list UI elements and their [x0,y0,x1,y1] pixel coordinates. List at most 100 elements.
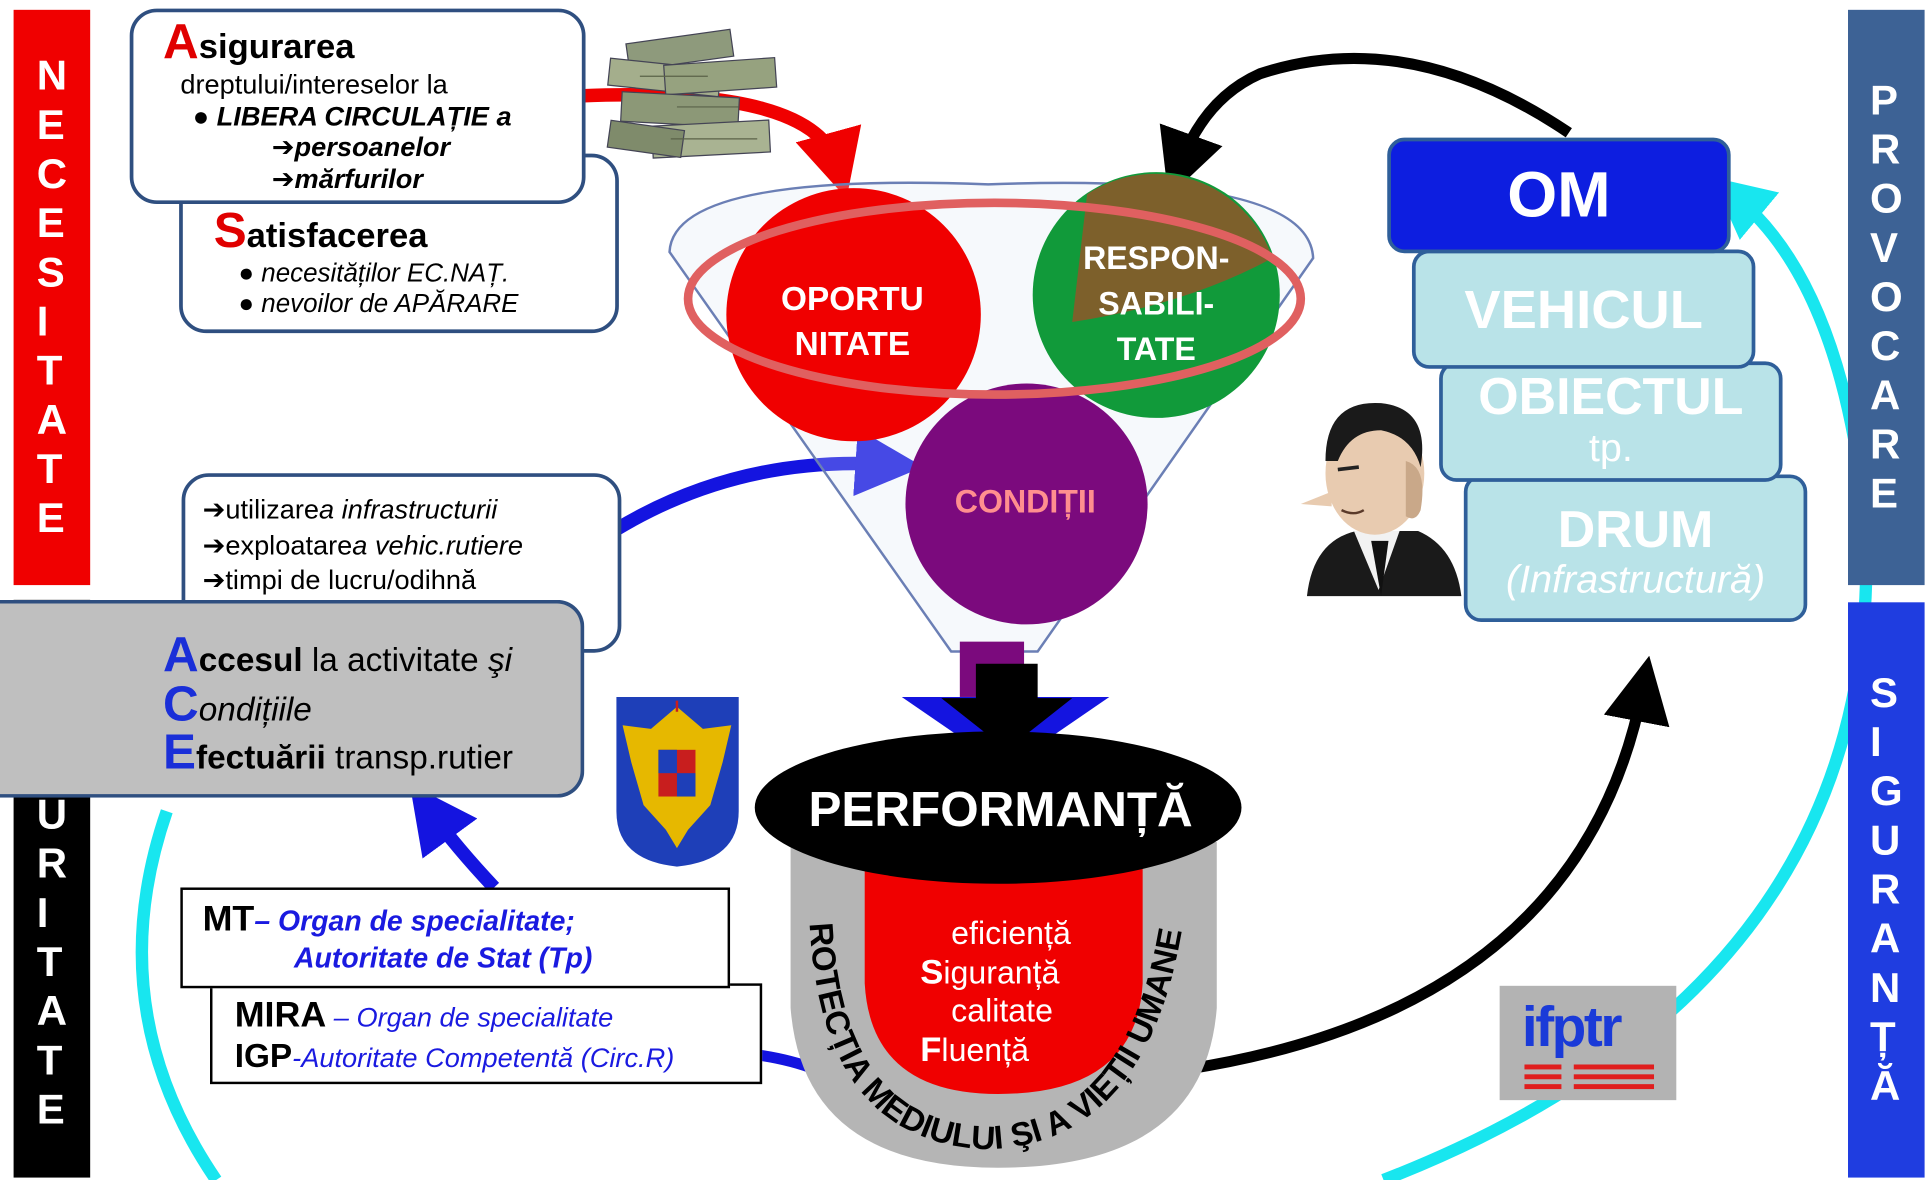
ifptr-stripes [1524,1064,1655,1090]
bar-letter: R [1869,421,1901,469]
man-portrait-icon [1300,402,1462,597]
bar-letter: E [36,1086,65,1134]
ace-a-italic: şi [487,641,513,679]
mira-label: MIRA [234,995,327,1035]
black-arrow-bottom [1185,655,1670,1075]
bar-letter: S [1869,669,1898,717]
responsabilitate-line2: SABILI- [1098,285,1215,323]
mt-text2: Autoritate de Stat (Tp) [294,941,593,974]
bar-letter: I [36,298,49,346]
bar-letter: R [36,840,68,888]
satisfacerea-bullet2: nevoilor de APĂRARE [261,290,519,319]
money-icon [606,28,778,159]
asigurarea-persoanelor: ➔persoanelor [271,131,451,163]
bar-letter: O [1869,175,1903,223]
blue-arrow-up [409,784,500,893]
responsabilitate-line1: RESPON- [1083,239,1230,277]
bar-letter: U [36,791,68,839]
cyan-loop-left [135,809,222,1180]
bar-letter: E [36,102,65,149]
label-oportunitate: OPORTU NITATE [741,277,963,368]
circle-oportunitate [726,188,981,442]
drum-sub: (Infrastructură) [1505,556,1766,602]
bar-letter: E [36,200,65,248]
bar-letter: A [36,397,68,444]
ace-a-rest: la activitate [302,641,488,679]
card-drum: DRUM (Infrastructură) [1463,474,1808,622]
bar-letter: V [1869,224,1898,272]
performanta-item3: calitate [951,991,1053,1029]
ace-a-initial: A [163,628,199,683]
funnel-rim [683,198,1306,399]
bar-letter: A [1869,915,1901,963]
bar-letter: R [1869,126,1901,174]
ifptr-logo: ifptr [1499,985,1677,1101]
bar-letter: T [36,939,63,986]
oportunitate-line1: OPORTU [780,280,924,318]
black-arrow-top [1159,52,1572,198]
utilizarea-line2a: ➔exploatare [202,529,353,561]
asigurarea-line1: dreptului/intereselor la [180,68,448,100]
satisfacerea-initial: S [213,204,247,259]
bar-letter: I [36,889,49,937]
card-om: OM [1387,137,1731,254]
obiectul-sub: tp. [1588,425,1633,470]
box-ace: Accesul la activitate şi Condițiile Efec… [0,599,585,798]
igp-label: IGP [234,1037,293,1075]
bar-letter: E [1869,470,1898,518]
bar-letter: I [1869,719,1882,766]
obiectul-label: OBIECTUL [1478,367,1744,426]
label-responsabilitate: RESPON- SABILI- TATE [1045,236,1267,372]
label-conditii: CONDIȚII [954,483,1096,520]
bar-letter: Ă [1869,1063,1901,1110]
om-label: OM [1507,159,1611,232]
asigurarea-initial: A [163,14,199,69]
bar-letter: Ț [1869,1014,1896,1061]
ifptr-logo-text: ifptr [1521,994,1623,1059]
bar-letter: O [1869,274,1903,321]
performanta-item4-initial: F [920,1030,942,1069]
ace-e-initial: E [163,725,197,780]
performanta-items: eficiență Siguranță calitate Fluență [920,915,1071,1070]
performanta-item2: iguranță [943,953,1060,991]
ace-e-rest: transp.rutier [325,738,514,776]
bar-letter: C [36,151,68,198]
box-mt: MT– Organ de specialitate; Autoritate de… [180,887,731,989]
performanta-item4: luență [941,1031,1029,1069]
bar-letter: S [36,249,65,297]
bullet-dot: ● [238,290,262,319]
box-mira: MIRA – Organ de specialitate IGP-Autorit… [210,983,763,1085]
bullet-dot: ● [238,259,262,288]
utilizarea-line3: ➔timpi de lucru/odihnă [202,564,477,595]
utilizarea-line1b: a infrastructurii [319,494,498,525]
bar-letter: N [36,52,68,100]
performanta-title: PERFORMANȚĂ [808,783,1193,838]
mt-label: MT [202,899,255,940]
asigurarea-marfurilor: ➔mărfurilor [271,163,423,195]
bar-letter: A [36,988,68,1035]
bar-letter: A [1869,372,1901,420]
mt-text1: – Organ de specialitate; [254,904,575,937]
bar-letter: C [1869,323,1901,370]
performanta-item1: eficiență [951,914,1071,952]
satisfacerea-bullet1: necesităților EC.NAȚ. [261,259,510,288]
ace-c-rest: ondițiile [198,690,312,728]
ace-e-bold: fectuării [196,738,326,776]
bar-letter: T [36,347,63,395]
bar-letter: T [36,446,63,493]
card-vehicul: VEHICUL [1411,249,1756,369]
coat-of-arms-icon [616,696,739,867]
performance-red-center [864,860,1143,1094]
box-asigurarea: Asigurarea dreptului/intereselor la ● LI… [129,8,586,205]
responsabilitate-line3: TATE [1116,330,1196,368]
bar-letter: R [1869,866,1901,914]
bar-letter: U [1869,817,1901,865]
drum-label: DRUM [1557,500,1714,559]
